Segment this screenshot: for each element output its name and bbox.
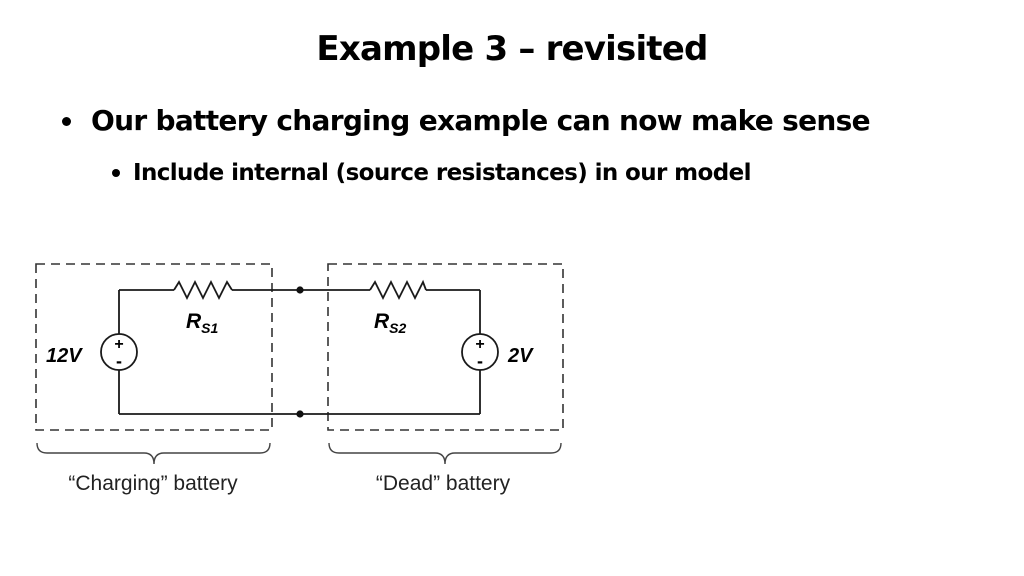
resistor-rs2-subscript: S2 bbox=[389, 320, 406, 336]
left-minus-sign: - bbox=[116, 351, 122, 371]
charging-brace-icon bbox=[36, 442, 271, 465]
wires bbox=[118, 289, 481, 415]
slide-title: Example 3 – revisited bbox=[316, 29, 708, 69]
resistor-rs1-label: RS1 bbox=[186, 310, 219, 336]
right-voltage-label: 2V bbox=[507, 345, 534, 367]
resistor-rs2-icon bbox=[369, 279, 427, 301]
resistor-rs2-label: RS2 bbox=[374, 310, 407, 336]
right-plus-sign: + bbox=[475, 336, 484, 353]
bullet-item: Our battery charging example can now mak… bbox=[62, 100, 871, 142]
left-voltage-source-icon bbox=[100, 333, 138, 371]
right-minus-sign: - bbox=[477, 351, 483, 371]
resistor-rs2-main: R bbox=[374, 310, 390, 333]
resistor-rs1-subscript: S1 bbox=[201, 320, 218, 336]
right-voltage-source-icon bbox=[461, 333, 499, 371]
sub-bullet-dot-icon bbox=[112, 169, 120, 177]
junction-top-dot bbox=[296, 286, 304, 294]
bullet-dot-icon bbox=[62, 116, 71, 126]
resistor-rs1-icon bbox=[173, 279, 233, 301]
charging-battery-caption: “Charging” battery bbox=[68, 472, 238, 495]
bullet-text: Our battery charging example can now mak… bbox=[91, 104, 871, 137]
sub-bullet-text: Include internal (source resistances) in… bbox=[133, 160, 751, 186]
left-voltage-label: 12V bbox=[46, 345, 83, 367]
junction-bottom-dot bbox=[296, 410, 304, 418]
dead-battery-box bbox=[327, 263, 564, 431]
sub-bullet-item: Include internal (source resistances) in… bbox=[112, 155, 751, 191]
dead-battery-caption: “Dead” battery bbox=[376, 472, 511, 495]
left-plus-sign: + bbox=[114, 336, 123, 353]
dead-brace-icon bbox=[328, 442, 562, 465]
resistor-rs1-main: R bbox=[186, 310, 202, 333]
charging-battery-box bbox=[35, 263, 273, 431]
